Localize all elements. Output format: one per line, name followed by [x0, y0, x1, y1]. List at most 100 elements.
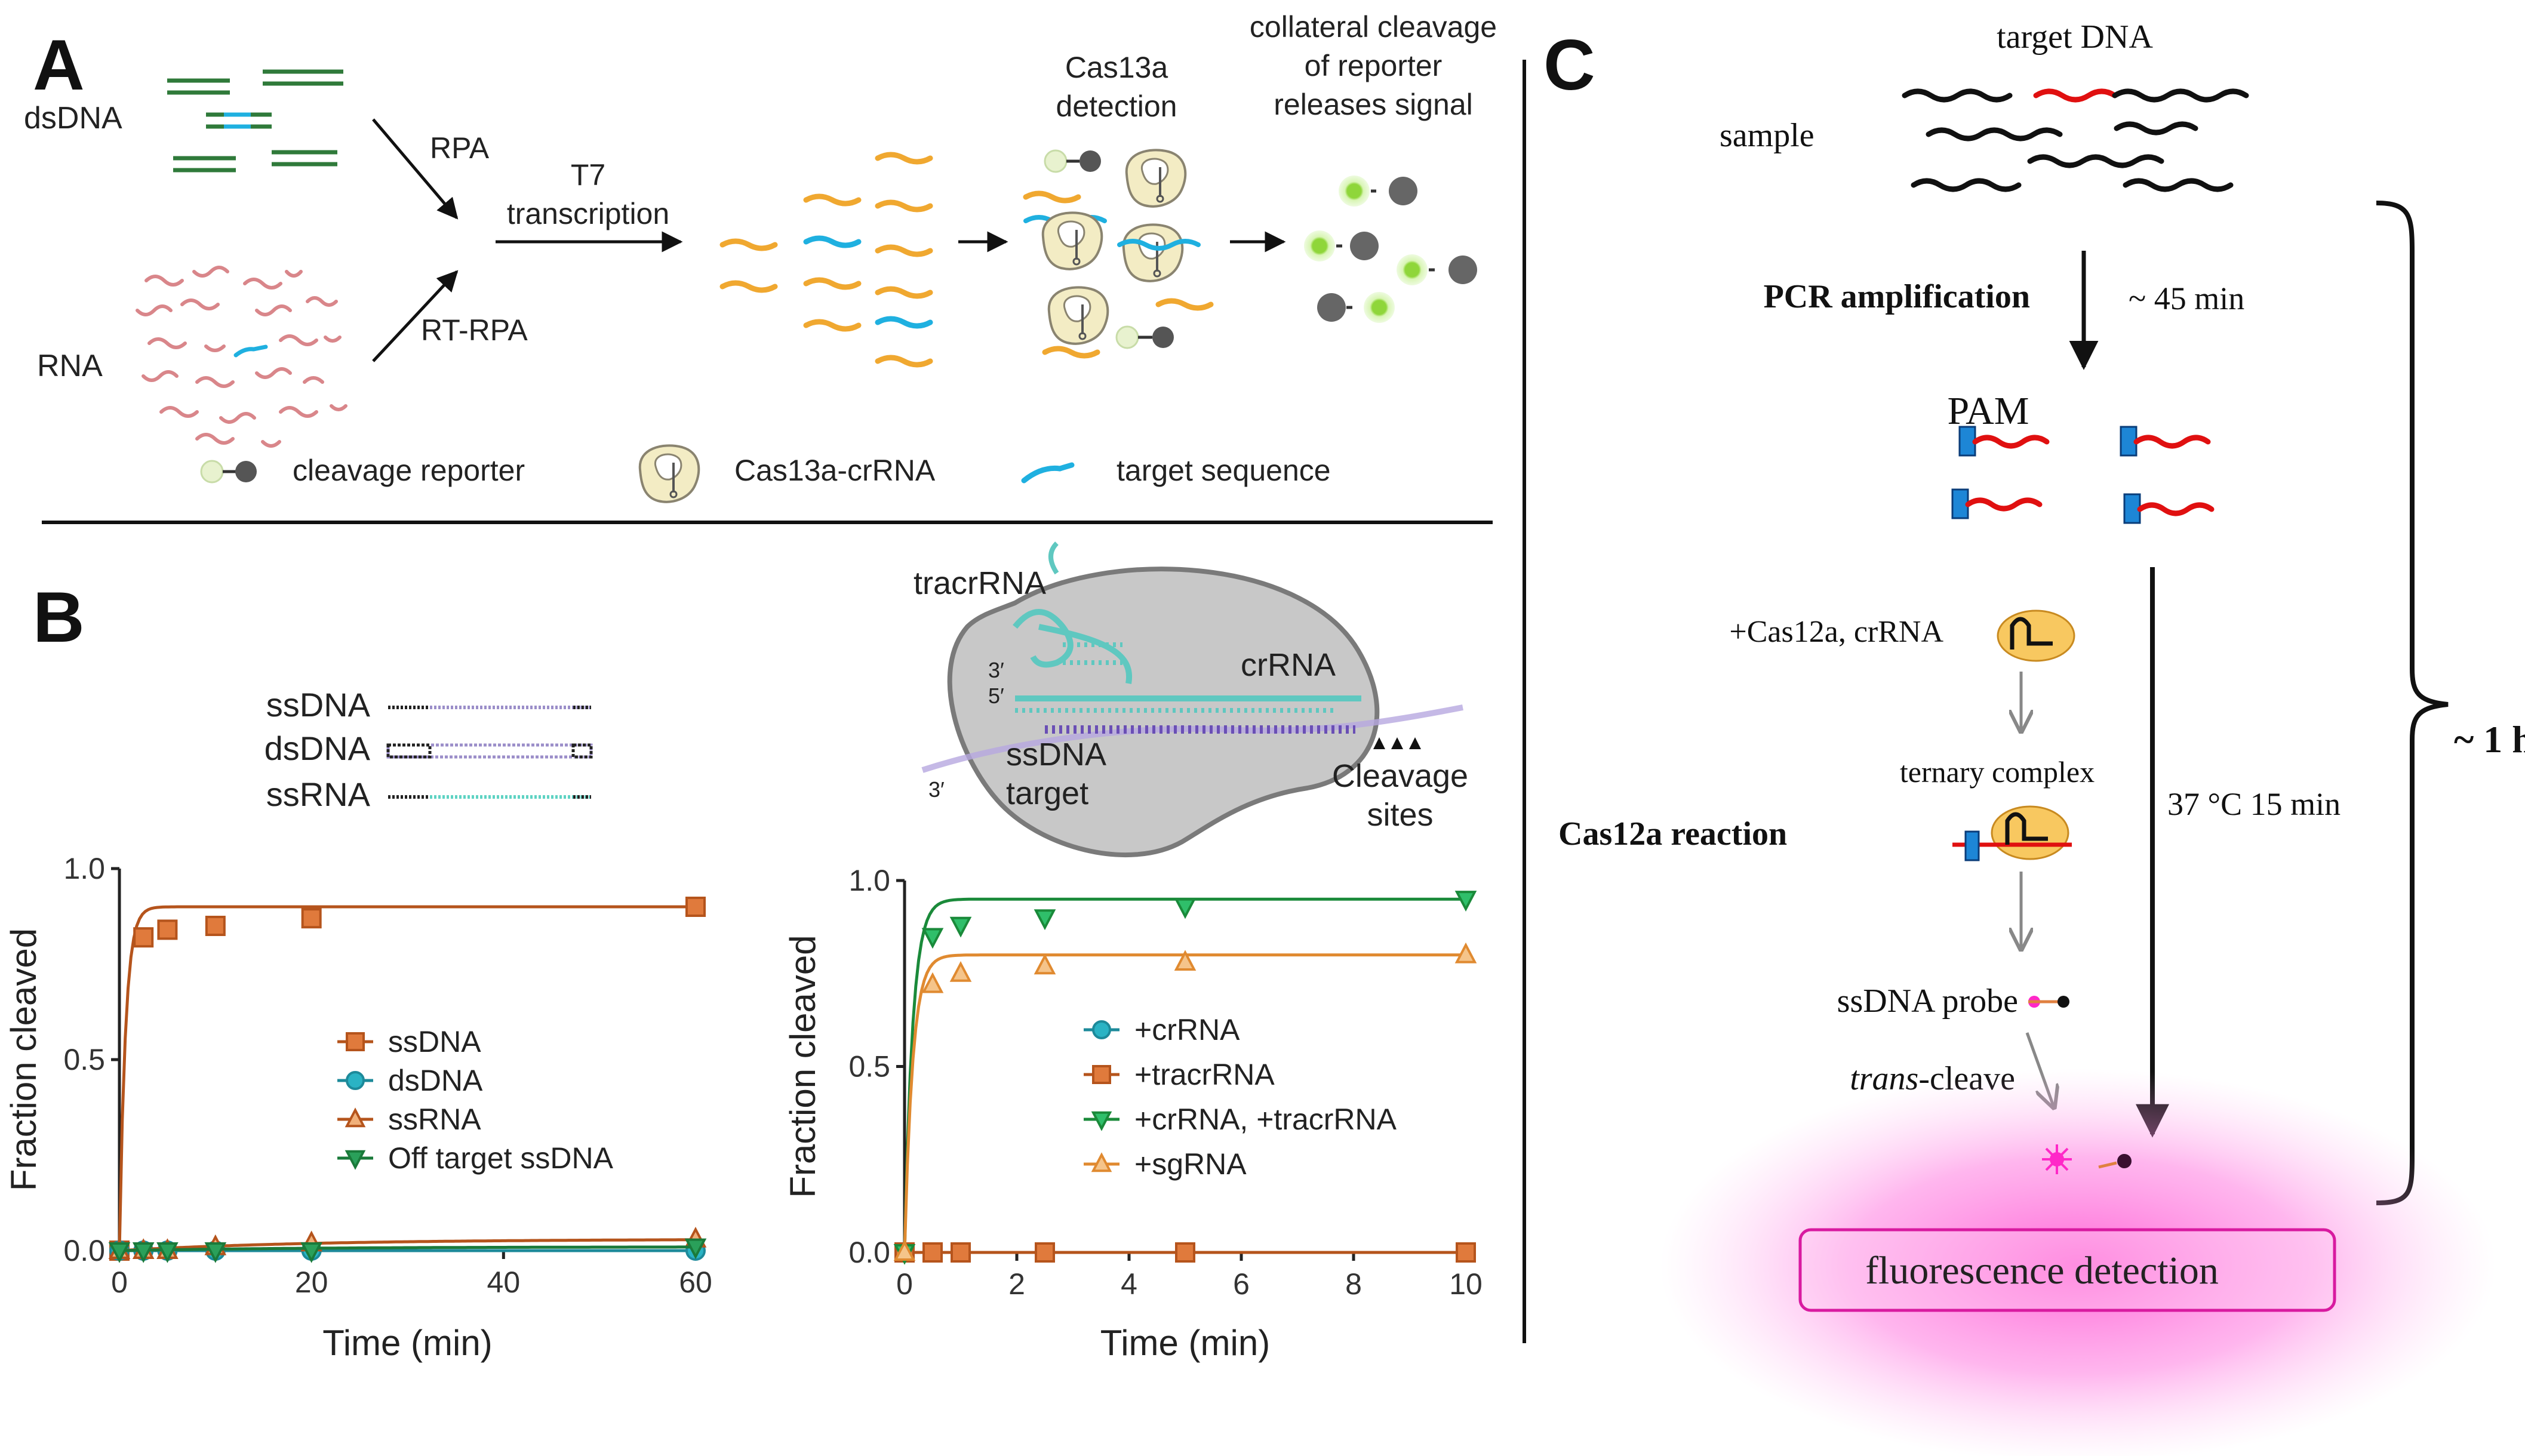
substrate-dsdna: dsDNA — [265, 729, 371, 767]
pcr-amplicons — [1951, 426, 2215, 524]
data-point — [108, 1242, 131, 1263]
rpa-label: RPA — [430, 131, 490, 165]
x-tick-label: 10 — [1449, 1267, 1483, 1301]
data-point — [1174, 898, 1197, 919]
rna-fragments — [136, 266, 347, 448]
crrna-label: crRNA — [1241, 647, 1336, 683]
cleaved-probe-icon — [2042, 1144, 2132, 1174]
legend-label: ssRNA — [388, 1103, 481, 1136]
x-tick-label: 60 — [679, 1266, 712, 1299]
ssdna-target-line1: ssDNA — [1006, 737, 1106, 772]
cas13a-label: Cas13a — [1065, 51, 1168, 84]
pcr-time: ~ 45 min — [2129, 281, 2244, 316]
detection-label: detection — [1056, 90, 1177, 123]
x-tick-label: 0 — [111, 1266, 128, 1299]
legend-marker — [1092, 1020, 1111, 1039]
cas13a-legend-icon — [638, 444, 700, 503]
legend-marker — [1091, 1152, 1112, 1172]
released-signal — [1304, 176, 1477, 323]
legend-cas13a-crrna: Cas13a-crRNA — [734, 454, 936, 487]
data-point — [132, 1242, 155, 1263]
data-point — [133, 927, 154, 948]
pam-label: PAM — [1948, 389, 2029, 433]
prime5: 5′ — [988, 684, 1004, 708]
y-tick-label: 0.0 — [63, 1234, 105, 1267]
data-point — [205, 916, 226, 936]
ternary-label: ternary complex — [1900, 755, 2095, 789]
y-axis-label: Fraction cleaved — [4, 928, 44, 1191]
legend-target-sequence: target sequence — [1117, 454, 1331, 487]
ssdna-probe-icon — [2028, 996, 2069, 1008]
x-tick-label: 8 — [1345, 1267, 1362, 1301]
cas12a-reaction-label: Cas12a reaction — [1558, 815, 1787, 852]
data-point — [921, 928, 944, 949]
data-point — [922, 1242, 943, 1263]
dsdna-fragments — [167, 69, 343, 173]
y-tick-label: 0.0 — [848, 1236, 890, 1269]
data-point — [1034, 909, 1056, 931]
total-time-brace — [2376, 201, 2449, 1205]
rpa-arrow — [372, 118, 459, 220]
legend-marker — [1091, 1111, 1112, 1131]
data-point — [1175, 1242, 1195, 1263]
panel-c-letter: C — [1543, 25, 1595, 105]
y-tick-label: 1.0 — [848, 864, 890, 897]
data-point — [685, 897, 706, 917]
fluorescence-detection-box — [1798, 1228, 2336, 1312]
data-point — [156, 1242, 179, 1263]
legend-reporter: cleavage reporter — [293, 454, 525, 487]
x-tick-label: 40 — [487, 1266, 521, 1299]
prime3-bottom: 3′ — [928, 777, 945, 802]
data-point — [1035, 1242, 1055, 1263]
rt-rpa-label: RT-RPA — [421, 313, 528, 347]
total-time-label: ~ 1 h — [2454, 718, 2525, 761]
temp-time-label: 37 °C 15 min — [2167, 786, 2341, 822]
legend-marker — [346, 1071, 365, 1090]
panel-a: A dsDNA — [24, 10, 1497, 503]
transcription-label: transcription — [507, 197, 669, 230]
panel-b-letter: B — [33, 577, 85, 657]
data-point — [1456, 1242, 1476, 1263]
substrate-glyphs — [386, 706, 593, 799]
y-tick-label: 0.5 — [63, 1043, 105, 1076]
sample-dna — [1902, 88, 2249, 192]
cas12a-complex-schematic — [921, 541, 1463, 858]
collateral-line3: releases signal — [1274, 88, 1473, 121]
data-point — [684, 1238, 707, 1260]
legend-marker — [346, 1032, 365, 1051]
probe-label: ssDNA probe — [1837, 983, 2018, 1020]
cas12a-add-label: +Cas12a, crRNA — [1729, 615, 1943, 649]
rna-label: RNA — [37, 349, 103, 383]
y-axis-label: Fraction cleaved — [783, 935, 823, 1198]
x-tick-label: 0 — [896, 1267, 913, 1301]
legend-label: +sgRNA — [1134, 1147, 1247, 1181]
target-sequence-legend-icon — [1021, 462, 1075, 484]
legend-label: +tracrRNA — [1134, 1058, 1275, 1091]
t7-label: T7 — [571, 158, 605, 192]
data-point — [1454, 942, 1477, 964]
data-point — [1174, 950, 1197, 971]
cas13a-detection-cluster — [1023, 149, 1214, 359]
fluorescence-detection-label: fluorescence detection — [1865, 1249, 2219, 1292]
target-dna-label: target DNA — [1997, 19, 2153, 56]
data-point — [951, 1242, 971, 1263]
data-point — [893, 1240, 916, 1261]
panel-a-letter: A — [33, 25, 85, 105]
cleavage-label: Cleavage — [1332, 758, 1468, 794]
legend-label: dsDNA — [388, 1064, 483, 1097]
legend-marker — [1092, 1065, 1111, 1084]
series-curve-0 — [118, 905, 696, 1251]
collateral-line1: collateral cleavage — [1250, 10, 1497, 44]
rna-target-segment — [233, 344, 268, 358]
legend-marker — [345, 1107, 366, 1128]
data-point — [301, 908, 322, 929]
pcr-label: PCR amplification — [1764, 278, 2030, 315]
sample-label: sample — [1720, 117, 1814, 154]
x-axis-label: Time (min) — [322, 1323, 492, 1363]
data-point — [949, 916, 972, 938]
x-tick-label: 2 — [1008, 1267, 1025, 1301]
legend-marker — [345, 1150, 366, 1170]
x-tick-label: 4 — [1121, 1267, 1137, 1301]
